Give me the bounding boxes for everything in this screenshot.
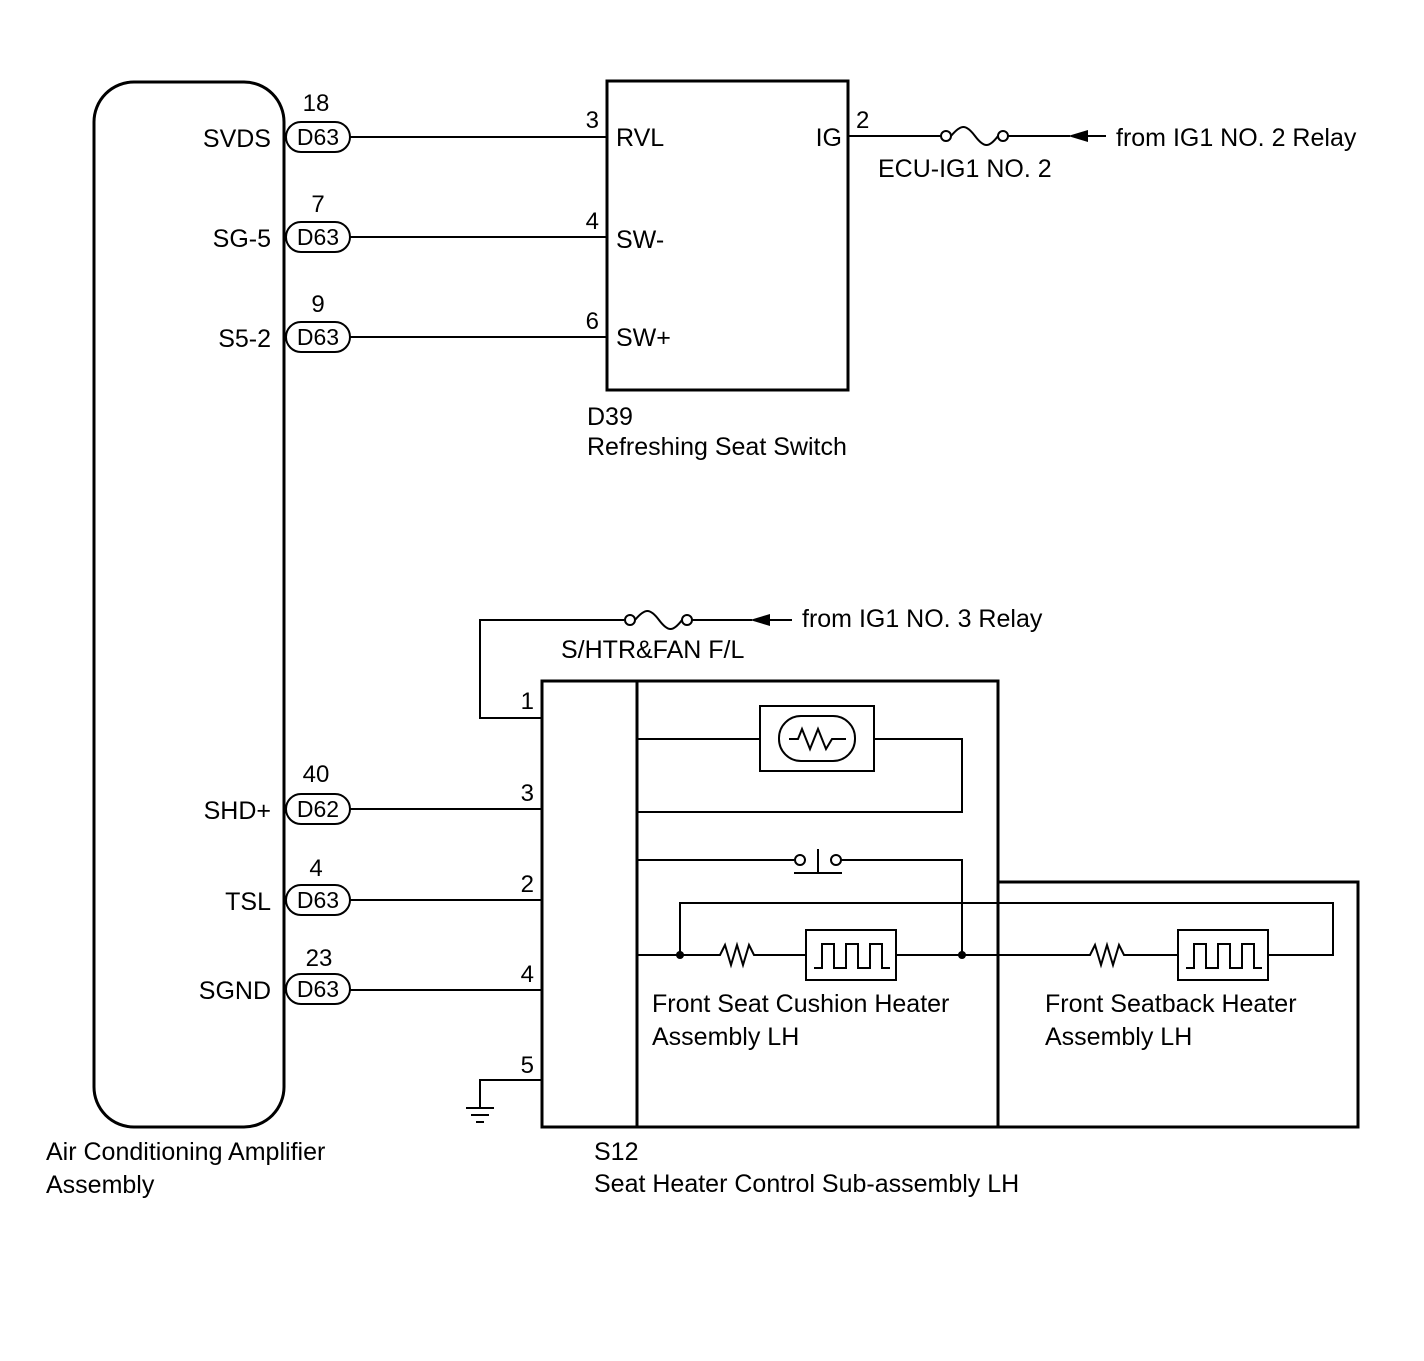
heater-pin-3: 3 [521,780,534,807]
svg-text:D63: D63 [297,976,339,1002]
seatback-heater-body [996,880,1360,1129]
amplifier-name-line1: Air Conditioning Amplifier [46,1138,325,1166]
switch-pin-label-swminus: SW- [616,226,664,254]
heater-pin-1: 1 [521,688,534,715]
heater-control-code: S12 [594,1138,638,1166]
svg-text:D62: D62 [297,796,339,822]
fuse-ecu-ig1-no2: ECU-IG1 NO. 2 from IG1 NO. 2 Relay [848,124,1357,183]
connector-svds: D63 [285,121,351,153]
terminal-label-s52: S5-2 [218,325,271,353]
switch-pin-label-rvl: RVL [616,124,664,152]
refresh-switch-name: Refreshing Seat Switch [587,433,847,461]
seat-heater-control: S12 Seat Heater Control Sub-assembly LH … [521,679,1019,1198]
terminal-label-sg5: SG-5 [213,225,271,253]
connector-tsl: D63 [285,884,351,916]
switch-pin-number-ig: 2 [856,107,869,134]
source-ig1-no2-relay: from IG1 NO. 2 Relay [1116,124,1357,152]
terminal-label-tsl: TSL [225,888,271,916]
svg-text:D63: D63 [297,124,339,150]
switch-pin-number-swplus: 6 [586,308,599,335]
refresh-seat-switch: D39 Refreshing Seat Switch 3 RVL 4 SW- 6… [586,79,869,461]
switch-pin-number-swminus: 4 [586,208,599,235]
fuse-shtr-fan-label: S/HTR&FAN F/L [561,636,744,664]
connector-s52: D63 [285,321,351,353]
amplifier-body [92,80,286,1129]
heater-control-name: Seat Heater Control Sub-assembly LH [594,1170,1019,1198]
svg-text:D63: D63 [297,224,339,250]
pin-number-sgnd: 23 [306,945,333,972]
cushion-heater-name-line2: Assembly LH [652,1023,799,1051]
svg-text:D63: D63 [297,887,339,913]
switch-pin-number-rvl: 3 [586,107,599,134]
thermistor-icon [637,705,963,813]
arrow-in-icon [750,614,770,626]
pin-number-sg5: 7 [311,191,324,218]
connector-sgnd: D63 [285,973,351,1005]
switch-pin-label-ig: IG [816,124,842,152]
cushion-heater-name-line1: Front Seat Cushion Heater [652,990,949,1018]
terminal-label-shd: SHD+ [204,797,271,825]
thermostat-switch-icon [637,849,963,955]
seatback-heater-element [679,902,1334,981]
fuse-ecu-ig1-no2-label: ECU-IG1 NO. 2 [878,155,1052,183]
connector-sg5: D63 [285,221,351,253]
heater-pin-5: 5 [521,1052,534,1079]
amplifier-name-line2: Assembly [46,1171,155,1199]
pin-number-tsl: 4 [309,855,322,882]
pin-number-svds: 18 [303,90,330,117]
amplifier-assembly: Air Conditioning Amplifier Assembly SVDS… [46,80,351,1199]
fuse-shtr-fan: S/HTR&FAN F/L from IG1 NO. 3 Relay [479,605,1043,719]
pin-number-s52: 9 [311,291,324,318]
cushion-heater-element [680,929,962,981]
ground-icon [466,1079,542,1123]
pin-number-shd: 40 [303,761,330,788]
heater-pin-4: 4 [521,961,534,988]
refresh-switch-body [605,79,850,392]
terminal-label-sgnd: SGND [199,977,271,1005]
seatback-heater-name-line2: Assembly LH [1045,1023,1192,1051]
arrow-in-icon [1068,130,1088,142]
heater-pin-2: 2 [521,871,534,898]
connector-shd: D62 [285,793,351,825]
svg-text:D63: D63 [297,324,339,350]
switch-pin-label-swplus: SW+ [616,324,671,352]
terminal-label-svds: SVDS [203,125,271,153]
source-ig1-no3-relay: from IG1 NO. 3 Relay [802,605,1043,633]
seatback-heater-name-line1: Front Seatback Heater [1045,990,1297,1018]
refresh-switch-code: D39 [587,403,633,431]
